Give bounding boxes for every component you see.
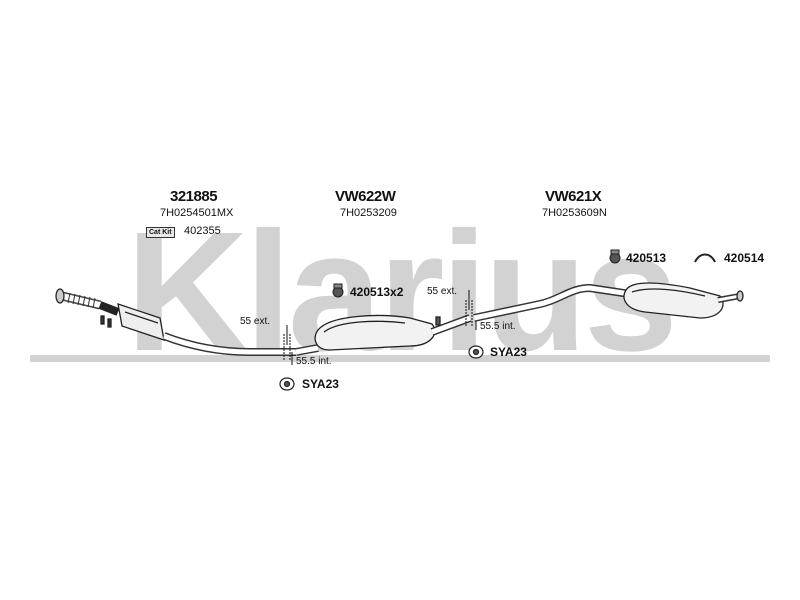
front-pipe-section <box>55 288 296 356</box>
oem-code-rear: 7H0253609N <box>542 207 607 219</box>
mount-pair-code: 420513x2 <box>350 285 404 299</box>
hanger-icon <box>694 253 716 263</box>
rubber-mount-icon <box>332 283 344 298</box>
cat-kit-code: 402355 <box>184 225 221 237</box>
clamp-front-code: SYA23 <box>302 377 339 391</box>
front-joint <box>283 325 293 365</box>
rubber-mount-icon <box>609 249 621 264</box>
part-code-front: 321885 <box>170 188 218 205</box>
part-code-middle: VW622W <box>335 188 396 205</box>
front-joint-ext-label: 55 ext. <box>240 316 271 327</box>
rear-silencer-section <box>473 282 744 322</box>
clamp-mid-code: SYA23 <box>490 345 527 359</box>
mid-joint-ext-label: 55 ext. <box>427 286 458 297</box>
middle-silencer-section <box>295 314 472 356</box>
front-joint-int-label: 55.5 int. <box>296 356 332 367</box>
middle-joint <box>465 290 477 330</box>
clamp-icon <box>279 377 295 391</box>
cat-kit-badge: Cat Kit <box>146 227 175 238</box>
mid-joint-int-label: 55.5 int. <box>480 321 516 332</box>
watermark-underline <box>30 355 770 362</box>
hanger-rear-code: 420514 <box>724 251 765 265</box>
mount-rear-code: 420513 <box>626 251 667 265</box>
oem-code-middle: 7H0253209 <box>340 207 397 219</box>
part-code-rear: VW621X <box>545 188 602 205</box>
oem-code-front: 7H0254501MX <box>160 207 234 219</box>
clamp-icon <box>468 345 484 359</box>
